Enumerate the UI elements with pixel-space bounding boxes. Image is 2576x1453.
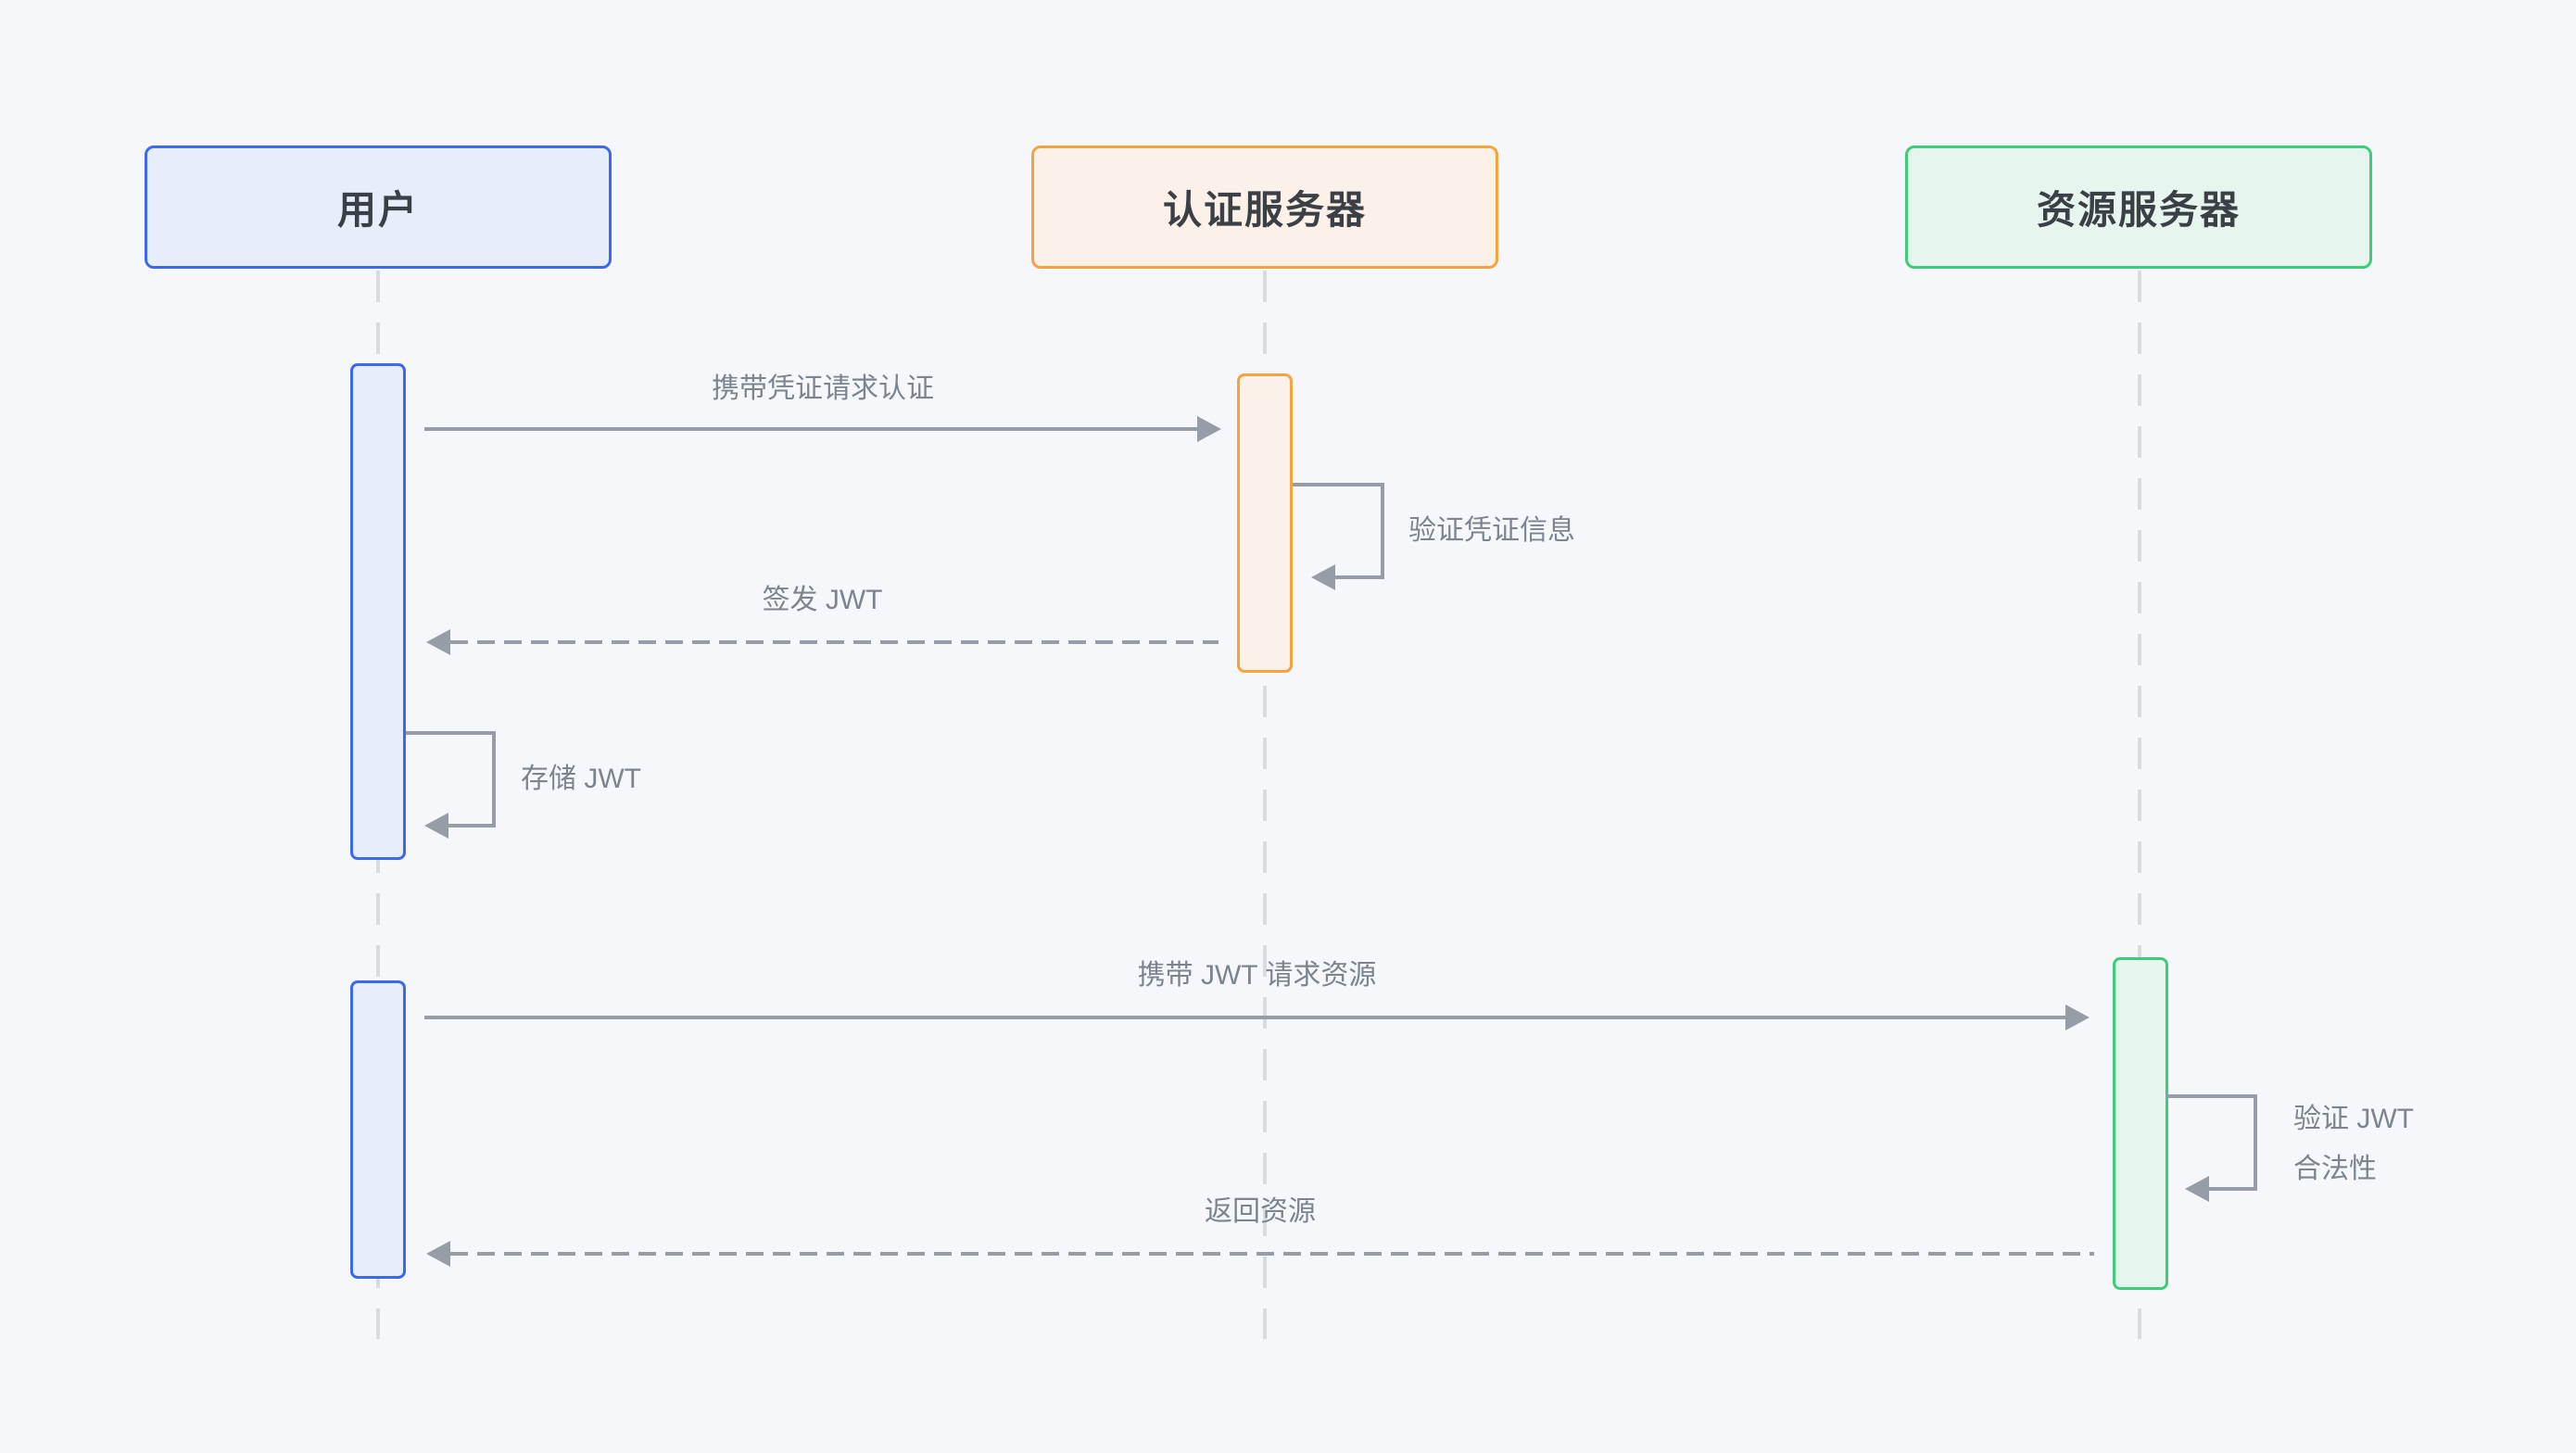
self-loop-auth-top <box>1293 483 1384 486</box>
actor-label-resource-server: 资源服务器 <box>2036 188 2241 232</box>
arrowhead-left-icon <box>1311 564 1335 590</box>
actor-label-auth-server: 认证服务器 <box>1162 188 1367 232</box>
message-label-5: 携带 JWT 请求资源 <box>1137 960 1377 991</box>
self-loop-resource-top <box>2166 1094 2257 1098</box>
lifeline-auth-server <box>1263 271 1267 1339</box>
message-line-3 <box>450 640 1219 644</box>
arrowhead-right-icon <box>2065 1004 2090 1030</box>
actor-box-resource-server: 资源服务器 <box>1905 145 2372 269</box>
self-loop-resource-bottom <box>2209 1187 2257 1191</box>
arrowhead-left-icon <box>426 1241 450 1267</box>
arrowhead-left-icon <box>424 813 448 839</box>
message-label-6-line2: 合法性 <box>2293 1154 2377 1184</box>
message-label-4: 存储 JWT <box>521 764 641 794</box>
message-line-5 <box>424 1016 2065 1019</box>
self-loop-resource-right <box>2254 1094 2257 1191</box>
arrowhead-left-icon <box>2185 1176 2209 1202</box>
actor-label-user: 用户 <box>336 188 419 232</box>
self-loop-user-bottom <box>448 824 496 828</box>
message-label-2: 验证凭证信息 <box>1408 515 1575 546</box>
message-label-1: 携带凭证请求认证 <box>712 373 934 404</box>
arrowhead-left-icon <box>426 629 450 655</box>
activation-bar-resource-server <box>2113 957 2168 1290</box>
arrowhead-right-icon <box>1197 416 1221 442</box>
message-line-1 <box>424 427 1197 431</box>
self-loop-auth-right <box>1381 483 1384 579</box>
actor-box-user: 用户 <box>145 145 612 269</box>
actor-box-auth-server: 认证服务器 <box>1031 145 1498 269</box>
activation-bar-auth-server <box>1237 373 1293 673</box>
lifeline-resource-server <box>2138 271 2141 1339</box>
message-label-7: 返回资源 <box>1205 1196 1316 1227</box>
activation-bar-user-2 <box>350 980 406 1279</box>
message-label-6-line1: 验证 JWT <box>2293 1104 2414 1134</box>
message-line-7 <box>450 1252 2094 1256</box>
self-loop-user-right <box>492 731 496 828</box>
self-loop-user-top <box>406 731 496 735</box>
message-label-3: 签发 JWT <box>762 585 883 615</box>
self-loop-auth-bottom <box>1335 575 1384 579</box>
activation-bar-user-1 <box>350 363 406 860</box>
